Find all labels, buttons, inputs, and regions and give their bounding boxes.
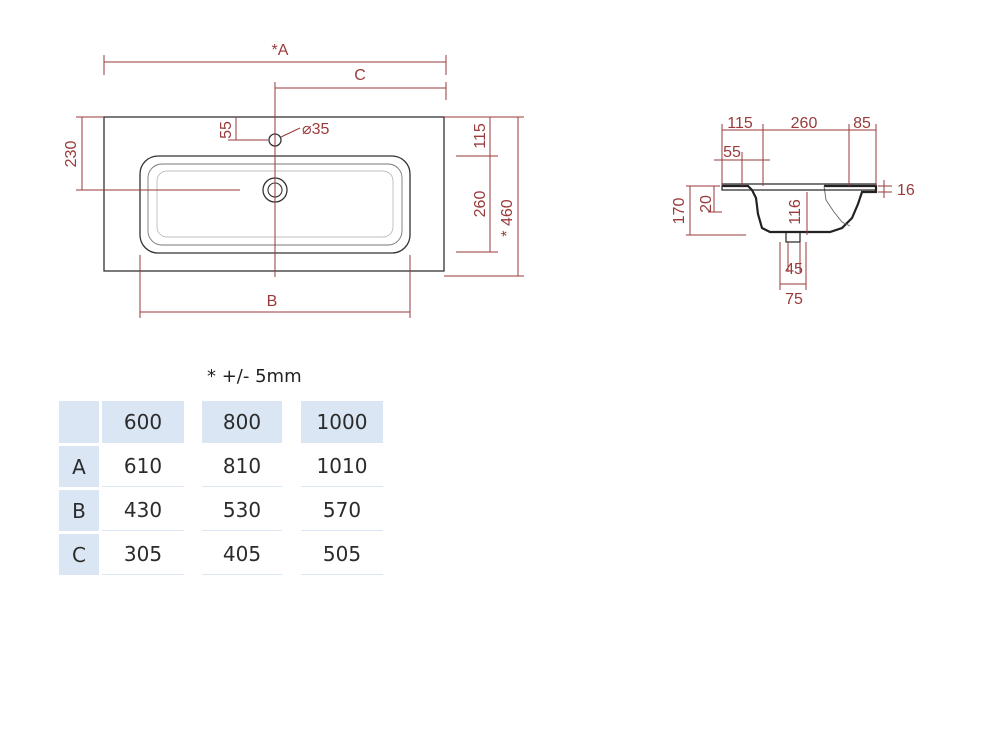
dim-b-label: B: [267, 293, 278, 310]
table-cell: 405: [202, 534, 282, 575]
table-cell: 305: [102, 534, 184, 575]
side-profile: [722, 184, 878, 234]
side-dim-115: 115: [727, 115, 753, 132]
dim-230-label: 230: [63, 141, 80, 168]
table-corner: [59, 401, 99, 443]
table-cell: 810: [202, 446, 282, 487]
table-header-800: 800: [202, 401, 282, 443]
side-view-labels: 115 260 85 55 16 170 20 116 45 75: [671, 115, 915, 308]
table-header-1000: 1000: [301, 401, 383, 443]
side-view-dimensions: [686, 124, 892, 290]
side-dim-55: 55: [723, 144, 741, 161]
top-view-dimensions: [76, 55, 524, 318]
side-dim-260: 260: [791, 115, 818, 132]
table-cell: 430: [102, 490, 184, 531]
table-row-label: C: [59, 534, 99, 575]
table-header-600: 600: [102, 401, 184, 443]
dim-35-label: ⌀35: [302, 121, 330, 138]
table-row-label: B: [59, 490, 99, 531]
basin-top-outline: [103, 116, 445, 272]
table-cell: 530: [202, 490, 282, 531]
side-dim-116: 116: [787, 199, 804, 225]
side-dim-85: 85: [853, 115, 871, 132]
dim-c-label: C: [354, 67, 366, 84]
dim-55-label: 55: [218, 121, 235, 139]
table-cell: 570: [301, 490, 383, 531]
side-dim-45: 45: [785, 261, 803, 278]
side-drain-pipe: [785, 231, 801, 243]
side-dim-75: 75: [785, 291, 803, 308]
dim-260-label: 260: [472, 191, 489, 218]
table-cell: 610: [102, 446, 184, 487]
table-cell: 505: [301, 534, 383, 575]
top-view: [103, 116, 445, 272]
tolerance-note: * +/- 5mm: [207, 366, 302, 387]
dim-a-label: *A: [272, 42, 289, 59]
top-view-labels: *A C B 55 ⌀35 230 115 260 * 460: [63, 42, 516, 310]
side-dim-16: 16: [897, 182, 915, 199]
table-row-label: A: [59, 446, 99, 487]
side-top-slab: [721, 183, 877, 191]
table-cell: 1010: [301, 446, 383, 487]
side-dim-20: 20: [698, 195, 715, 213]
side-view: [721, 183, 878, 243]
dim-460-label: * 460: [499, 199, 516, 236]
dim-115-label: 115: [472, 123, 489, 149]
side-profile-inner: [823, 185, 851, 227]
side-dim-170: 170: [671, 198, 688, 225]
